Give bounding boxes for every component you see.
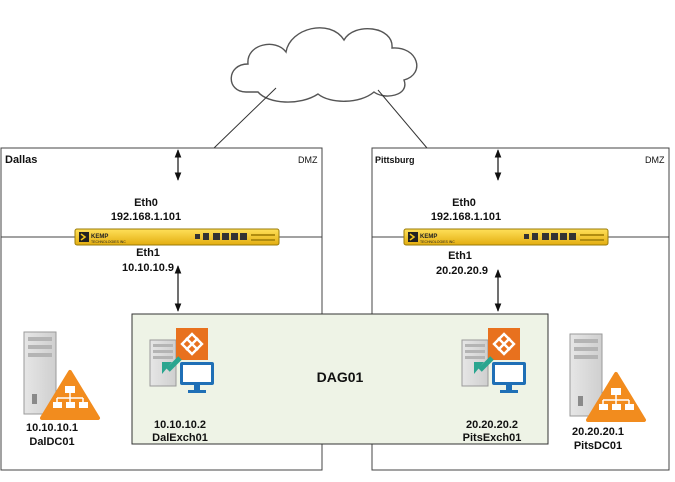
dallas-dmz-label: DMZ	[298, 155, 318, 165]
daldc-ip: 10.10.10.1	[26, 422, 78, 434]
pitsdc-name: PitsDC01	[573, 440, 623, 452]
pittsburg-dmz-label: DMZ	[645, 155, 665, 165]
domain-controller-icon	[22, 330, 100, 420]
dallas-eth1-label: Eth1	[136, 247, 160, 259]
cloud-icon	[230, 27, 418, 103]
pitsdc-ip: 20.20.20.1	[572, 426, 624, 438]
dallas-eth0-label: Eth0	[134, 197, 158, 209]
pittsburg-eth0-ip: 192.168.1.101	[430, 211, 502, 223]
dalexch-name: DalExch01	[152, 432, 208, 444]
pittsburg-eth1-label: Eth1	[448, 250, 472, 262]
pittsburg-eth0-label: Eth0	[452, 197, 476, 209]
dag-label: DAG01	[316, 369, 364, 385]
dallas-site-box	[0, 147, 323, 471]
pittsburg-eth1-ip: 20.20.20.9	[436, 265, 488, 277]
dallas-site-label: Dallas	[5, 154, 38, 166]
kemp-loadmaster-icon	[403, 228, 609, 246]
pittsburg-site-label: Pittsburg	[375, 155, 415, 165]
pitsexch-name: PitsExch01	[462, 432, 522, 444]
dalexch-ip: 10.10.10.2	[154, 419, 206, 431]
kemp-loadmaster-icon	[74, 228, 280, 246]
domain-controller-icon	[568, 332, 646, 422]
pitsexch-ip: 20.20.20.2	[466, 419, 518, 431]
pittsburg-site-box	[371, 147, 670, 471]
daldc-name: DalDC01	[29, 436, 75, 448]
dallas-eth1-ip: 10.10.10.9	[122, 262, 174, 274]
dallas-eth0-ip: 192.168.1.101	[110, 211, 182, 223]
